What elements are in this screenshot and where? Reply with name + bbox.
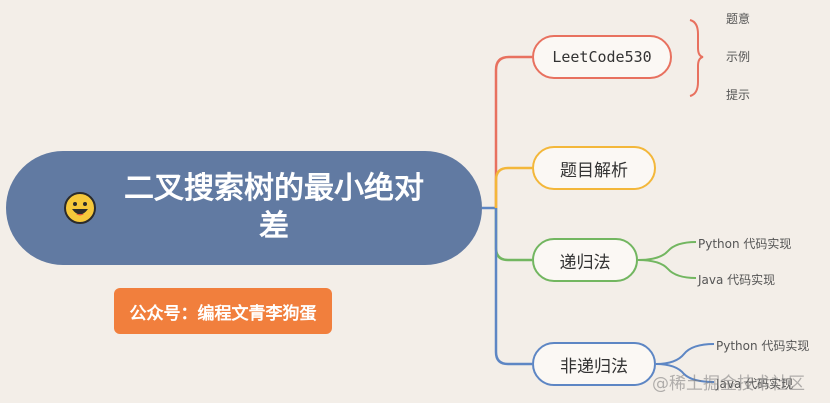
leaf-nonrecursive-python[interactable]: Python 代码实现 [716,339,810,353]
root-title: 二叉搜索树的最小绝对差 [124,171,424,244]
topic-recursive-method[interactable]: 递归法 [532,238,638,282]
nonrecursive-child-connector-1 [655,343,715,365]
watermark: @稀土掘金技术社区 [652,374,805,394]
leaf-example[interactable]: 示例 [726,50,751,64]
leaf-nonrecursive-java[interactable]: Java 代码实现 [716,377,794,391]
branch-connector-4 [494,208,532,366]
topic-leetcode530[interactable]: LeetCode530 [532,35,672,79]
note-label: 公众号：编程文青李狗蛋 [114,288,332,334]
root-node[interactable]: 二叉搜索树的最小绝对差 [6,151,482,265]
brace-connector [689,19,704,97]
topic-problem-analysis[interactable]: 题目解析 [532,146,656,190]
smiley-face-icon [64,192,96,224]
leaf-hint[interactable]: 提示 [726,88,751,102]
branch-connector-1 [494,55,532,208]
leaf-recursive-java[interactable]: Java 代码实现 [698,273,776,287]
branch-connector-3 [494,208,532,262]
leaf-recursive-python[interactable]: Python 代码实现 [698,237,792,251]
nonrecursive-child-connector-2 [655,363,715,383]
recursive-child-connector-2 [637,259,697,279]
recursive-child-connector-1 [637,241,697,261]
leaf-problem-meaning[interactable]: 题意 [726,12,751,26]
topic-nonrecursive-method[interactable]: 非递归法 [532,342,656,386]
branch-connector-2 [494,166,532,208]
